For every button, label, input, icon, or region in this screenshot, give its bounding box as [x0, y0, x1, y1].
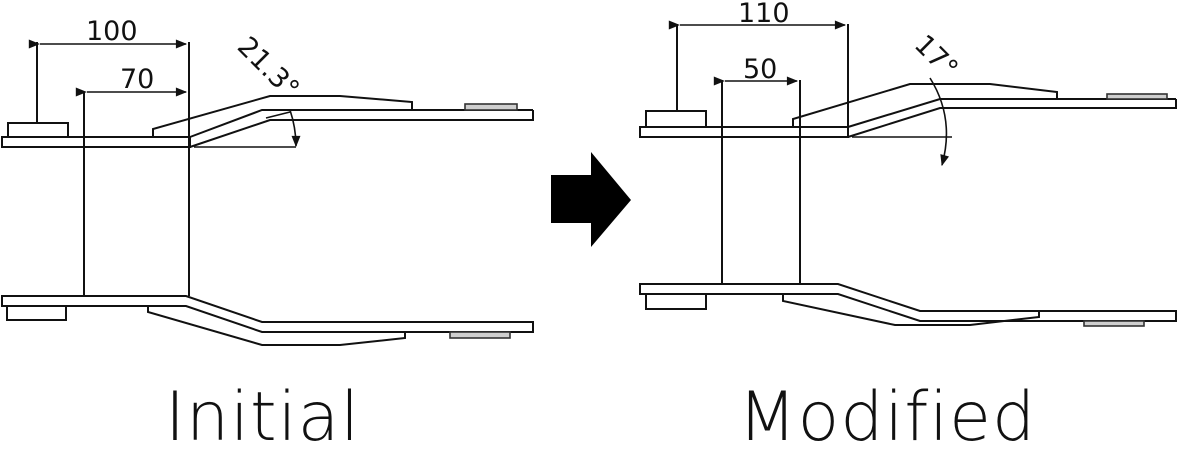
initial-top-plate — [1, 95, 534, 148]
right-arrow-icon — [551, 152, 631, 247]
dimension-label-inner: 50 — [743, 54, 777, 85]
initial-bottom-plate — [1, 295, 534, 346]
dimension-label-outer: 100 — [86, 16, 138, 47]
modified-dimension-110: 110 — [668, 0, 847, 30]
initial-dimension-100: 100 — [28, 16, 188, 49]
initial-panel: 100 70 21.3° Initial — [1, 16, 534, 453]
angle-label: 17° — [908, 29, 964, 85]
initial-dimension-70: 70 — [75, 64, 188, 97]
initial-caption: Initial — [165, 378, 360, 448]
modified-top-plate — [639, 77, 1177, 167]
angle-label: 21.3° — [231, 31, 305, 105]
dimension-label-outer: 110 — [738, 0, 790, 29]
dimension-label-inner: 70 — [120, 64, 154, 95]
modified-panel: 110 50 17° Modified — [639, 0, 1177, 453]
modified-dimension-50: 50 — [713, 54, 799, 86]
modified-bottom-plate — [639, 283, 1177, 327]
modified-caption: Modified — [738, 378, 1036, 448]
